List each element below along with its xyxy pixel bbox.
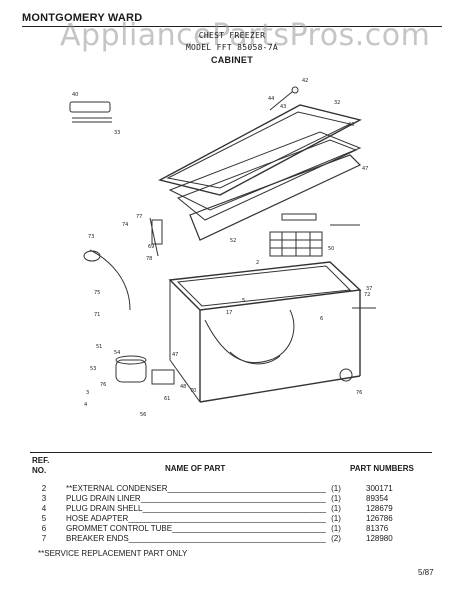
ref-header-line2: NO. [32,466,47,475]
part-number: 81376 [366,524,389,533]
callout-label: 75 [94,290,100,296]
callout-label: 76 [356,390,362,396]
header-rule [22,26,442,27]
quantity: (1) [326,504,346,514]
model-number: MODEL FFT 85058-7A [185,43,279,52]
table-row: 4 PLUG DRAIN SHELL (1) 128679 [30,504,440,514]
brand-name: MONTGOMERY WARD [22,12,143,24]
callout-label: 76 [100,382,106,388]
callout-label: 52 [230,238,236,244]
table-row: 7 BREAKER ENDS (2) 128980 [30,534,440,544]
callout-label: 48 [180,384,186,390]
callout-label: 17 [226,310,232,316]
callout-label: 74 [122,222,128,228]
callout-label: 56 [140,412,146,418]
part-number: 300171 [366,484,393,493]
quantity: (1) [326,514,346,524]
page-number: 5/87 [418,568,434,577]
table-row: 5 HOSE ADAPTER (1) 126786 [30,514,440,524]
callout-label: 6 [320,316,323,322]
callout-label: 69 [148,244,154,250]
ref-header-line1: REF. [32,456,50,465]
part-number: 126786 [366,514,393,523]
callout-label: 5 [242,298,245,304]
part-name: PLUG DRAIN LINER [66,494,326,504]
part-name: HOSE ADAPTER [66,514,326,524]
quantity: (1) [326,524,346,534]
ref-number: 6 [41,524,47,533]
part-number: 128980 [366,534,393,543]
table-row: 2 **EXTERNAL CONDENSER (1) 300171 [30,484,440,494]
callout-label: 53 [90,366,96,372]
callout-label: 40 [72,92,78,98]
part-name: **EXTERNAL CONDENSER [66,484,326,494]
callout-label: 70 [190,388,196,394]
ref-number: 5 [41,514,47,523]
callout-label: 73 [88,234,94,240]
callout-label: 44 [268,96,274,102]
callout-label: 77 [136,214,142,220]
part-number: 128679 [366,504,393,513]
callout-label: 3 [86,390,89,396]
quantity: (2) [326,534,346,544]
watermark: AppliancePartsPros.com [60,18,431,53]
part-name: PLUG DRAIN SHELL [66,504,326,514]
callout-label: 50 [328,246,334,252]
callout-label: 71 [94,312,100,318]
quantity: (1) [326,484,346,494]
callout-label: 72 [364,292,370,298]
diagram-title: CHEST FREEZER [198,31,266,40]
callout-label: 54 [114,350,120,356]
callout-label: 47 [172,352,178,358]
callout-label: 4 [84,402,87,408]
callout-label: 61 [164,396,170,402]
part-name: GROMMET CONTROL TUBE [66,524,326,534]
ref-number: 4 [41,504,47,513]
part-number: 89354 [366,494,389,503]
callout-label: 78 [146,256,152,262]
table-top-rule [30,452,432,453]
ref-number: 2 [41,484,47,493]
parts-table: 2 **EXTERNAL CONDENSER (1) 300171 3 PLUG… [30,484,440,544]
exploded-parts-diagram: 40 33 42 44 43 32 46 47 52 73 77 74 78 7… [69,78,376,418]
part-name: BREAKER ENDS [66,534,326,544]
part-number-header: PART NUMBERS [350,464,414,473]
quantity: (1) [326,494,346,504]
callout-label: 47 [362,166,368,172]
callout-label: 43 [280,104,286,110]
callout-label: 37 [366,286,372,292]
callout-label: 46 [348,122,354,128]
callout-label: 51 [96,344,102,350]
name-header: NAME OF PART [165,464,226,473]
callout-label: 2 [256,260,259,266]
ref-number: 7 [41,534,47,543]
callout-label: 32 [334,100,340,106]
ref-number: 3 [41,494,47,503]
callout-label: 33 [114,130,120,136]
footnote: **SERVICE REPLACEMENT PART ONLY [38,549,188,558]
table-row: 3 PLUG DRAIN LINER (1) 89354 [30,494,440,504]
section-title: CABINET [210,55,254,65]
callout-label: 42 [302,78,308,84]
table-row: 6 GROMMET CONTROL TUBE (1) 81376 [30,524,440,534]
